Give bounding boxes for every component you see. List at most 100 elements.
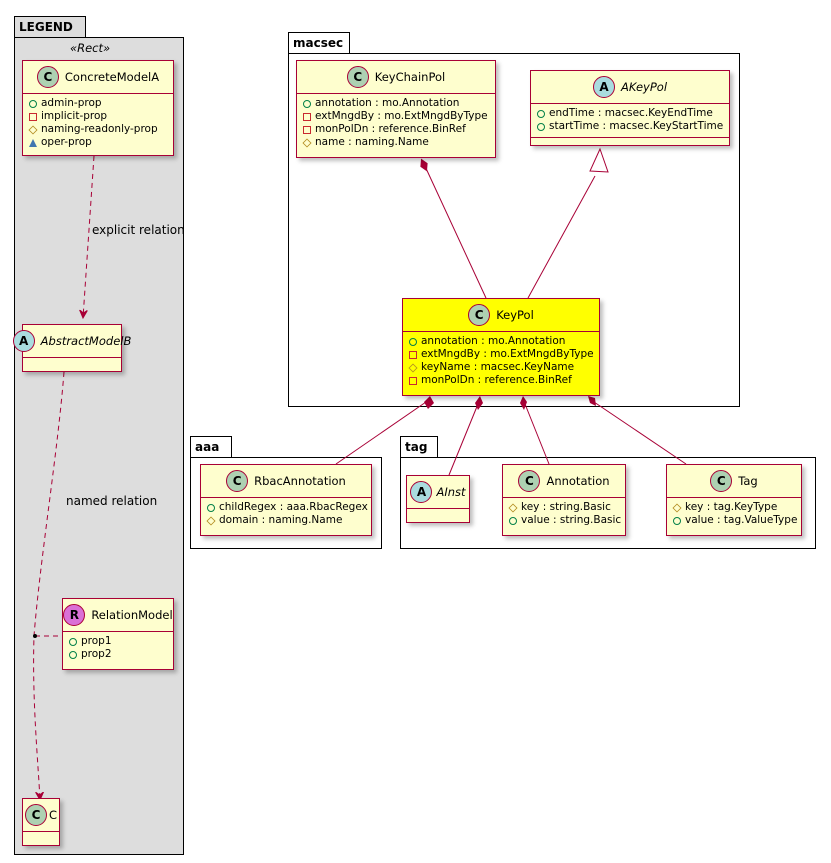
class-header: A AbstractModelB bbox=[12, 325, 131, 358]
protected-visibility-icon bbox=[206, 515, 216, 526]
explicit-relation-label: explicit relation bbox=[92, 223, 185, 237]
empty-compartment bbox=[23, 358, 121, 366]
class-header: C ConcreteModelA bbox=[23, 61, 173, 94]
concrete-model-a-class[interactable]: C ConcreteModelA admin-prop implicit-pro… bbox=[22, 60, 174, 156]
attribute: prop2 bbox=[81, 648, 112, 660]
attribute-list: key : string.Basic value : string.Basic bbox=[503, 498, 625, 531]
class-name: Tag bbox=[738, 474, 758, 488]
attribute: annotation : mo.Annotation bbox=[421, 335, 566, 347]
class-header: R RelationModel bbox=[63, 599, 173, 632]
a-inst-class[interactable]: A AInst bbox=[406, 475, 470, 523]
class-name: AKeyPol bbox=[620, 80, 668, 94]
attribute: prop1 bbox=[81, 635, 112, 647]
class-header: A AInst bbox=[407, 476, 469, 509]
class-name: RbacAnnotation bbox=[254, 474, 346, 488]
public-visibility-icon bbox=[537, 109, 545, 118]
protected-visibility-icon bbox=[408, 362, 418, 373]
relation-model-class[interactable]: R RelationModel prop1 prop2 bbox=[62, 598, 174, 670]
attribute: childRegex : aaa.RbacRegex bbox=[219, 501, 368, 513]
attribute: key : string.Basic bbox=[521, 501, 611, 513]
public-visibility-icon bbox=[69, 650, 77, 659]
key-pol-class[interactable]: C KeyPol annotation : mo.Annotation extM… bbox=[402, 298, 600, 396]
class-c-icon: C bbox=[36, 66, 59, 88]
public-visibility-icon bbox=[303, 99, 311, 108]
public-visibility-icon bbox=[509, 516, 517, 525]
annotation-class[interactable]: C Annotation key : string.Basic value : … bbox=[502, 464, 626, 536]
class-header: C C bbox=[23, 799, 59, 832]
protected-visibility-icon bbox=[302, 137, 312, 148]
private-visibility-icon bbox=[303, 125, 311, 134]
empty-compartment bbox=[23, 832, 59, 840]
keypol-annotation-line bbox=[524, 403, 550, 465]
empty-compartment bbox=[407, 509, 469, 517]
public-visibility-icon bbox=[29, 99, 37, 108]
attribute: value : tag.ValueType bbox=[685, 514, 798, 526]
class-c-icon: C bbox=[518, 470, 541, 492]
protected-visibility-icon bbox=[508, 502, 518, 513]
class-name: KeyPol bbox=[496, 308, 534, 322]
legend-stereotype: «Rect» bbox=[70, 41, 111, 55]
attribute: extMngdBy : mo.ExtMngdByType bbox=[421, 348, 594, 360]
attribute: extMngdBy : mo.ExtMngdByType bbox=[315, 110, 488, 122]
class-name: AInst bbox=[436, 485, 466, 499]
attribute: key : tag.KeyType bbox=[685, 501, 778, 513]
attribute: oper-prop bbox=[41, 136, 92, 148]
class-header: C Annotation bbox=[503, 465, 625, 498]
attribute: name : naming.Name bbox=[315, 136, 429, 148]
macsec-package bbox=[288, 53, 740, 407]
public-visibility-icon bbox=[207, 503, 215, 512]
class-header: C KeyChainPol bbox=[297, 61, 495, 94]
attribute-list: admin-prop implicit-prop naming-readonly… bbox=[23, 94, 173, 153]
class-a-icon: A bbox=[592, 76, 615, 98]
protected-visibility-icon bbox=[28, 124, 38, 135]
class-name: RelationModel bbox=[91, 608, 173, 622]
class-name: KeyChainPol bbox=[374, 70, 446, 84]
attribute: monPolDn : reference.BinRef bbox=[421, 374, 572, 386]
attribute: endTime : macsec.KeyEndTime bbox=[549, 107, 713, 119]
class-c-icon: C bbox=[226, 470, 249, 492]
aaa-package-tab: aaa bbox=[190, 436, 232, 458]
private-visibility-icon bbox=[409, 350, 417, 359]
attribute-list: childRegex : aaa.RbacRegex domain : nami… bbox=[201, 498, 371, 531]
class-a-icon: A bbox=[12, 330, 35, 352]
attribute-list: annotation : mo.Annotation extMngdBy : m… bbox=[403, 332, 599, 391]
public-visibility-icon bbox=[537, 122, 545, 131]
class-r-icon: R bbox=[63, 604, 86, 626]
tag-package-tab: tag bbox=[400, 436, 438, 458]
class-c-icon: C bbox=[710, 470, 733, 492]
attribute: monPolDn : reference.BinRef bbox=[315, 123, 466, 135]
private-visibility-icon bbox=[303, 112, 311, 121]
attribute-list: prop1 prop2 bbox=[63, 632, 173, 665]
c-class[interactable]: C C bbox=[22, 798, 60, 846]
public-visibility-icon bbox=[673, 516, 681, 525]
private-visibility-icon bbox=[409, 376, 417, 385]
package-visibility-icon bbox=[29, 138, 37, 147]
attribute: annotation : mo.Annotation bbox=[315, 97, 460, 109]
class-name: Annotation bbox=[546, 474, 610, 488]
abstract-model-b-class[interactable]: A AbstractModelB bbox=[12, 324, 131, 372]
attribute: admin-prop bbox=[41, 97, 102, 109]
class-a-icon: A bbox=[410, 481, 433, 503]
public-visibility-icon bbox=[409, 337, 417, 346]
attribute: startTime : macsec.KeyStartTime bbox=[549, 120, 724, 132]
class-header: A AKeyPol bbox=[531, 71, 729, 104]
macsec-package-tab: macsec bbox=[288, 32, 350, 54]
attribute-list: annotation : mo.Annotation extMngdBy : m… bbox=[297, 94, 495, 153]
attribute-list: key : tag.KeyType value : tag.ValueType bbox=[667, 498, 801, 531]
keypol-tag-line bbox=[593, 401, 687, 465]
public-visibility-icon bbox=[69, 637, 77, 646]
attribute: implicit-prop bbox=[41, 110, 108, 122]
class-header: C KeyPol bbox=[403, 299, 599, 332]
attribute-list: endTime : macsec.KeyEndTime startTime : … bbox=[531, 104, 729, 137]
protected-visibility-icon bbox=[672, 502, 682, 513]
named-relation-label: named relation bbox=[66, 494, 158, 508]
class-c-icon: C bbox=[24, 804, 47, 826]
empty-compartment bbox=[531, 137, 729, 144]
tag-class[interactable]: C Tag key : tag.KeyType value : tag.Valu… bbox=[666, 464, 802, 536]
class-name: ConcreteModelA bbox=[64, 70, 160, 84]
key-chain-pol-class[interactable]: C KeyChainPol annotation : mo.Annotation… bbox=[296, 60, 496, 158]
attribute: value : string.Basic bbox=[521, 514, 622, 526]
private-visibility-icon bbox=[29, 112, 37, 121]
a-key-pol-class[interactable]: A AKeyPol endTime : macsec.KeyEndTime st… bbox=[530, 70, 730, 146]
rbac-annotation-class[interactable]: C RbacAnnotation childRegex : aaa.RbacRe… bbox=[200, 464, 372, 536]
